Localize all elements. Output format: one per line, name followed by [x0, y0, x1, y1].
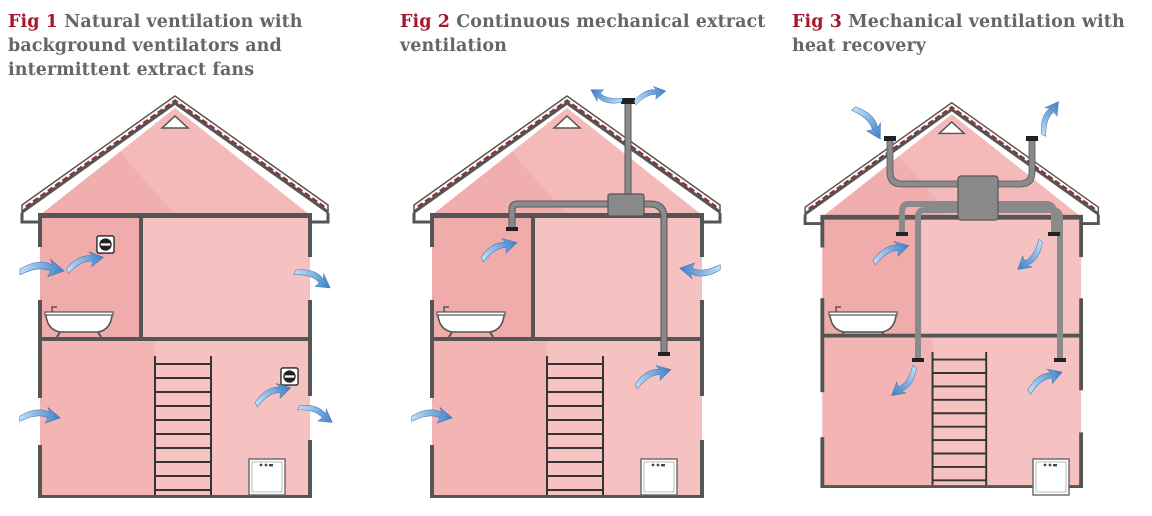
- heat-recovery-unit-icon: [957, 175, 999, 221]
- figure-2-title: Continuous mechanical extract ventilatio…: [400, 12, 766, 56]
- figure-2-number: Fig 2: [400, 12, 451, 32]
- figure-2-caption: Fig 2 Continuous mechanical extract vent…: [400, 10, 770, 58]
- figure-3-title: Mechanical ventilation with heat recover…: [792, 12, 1125, 56]
- figure-2-diagram: [411, 82, 776, 516]
- boiler-icon: [1032, 458, 1070, 496]
- airflow-arrow-icon: [587, 85, 624, 110]
- airflow-arrow-icon: [631, 82, 668, 107]
- figure-3-caption: Fig 3 Mechanical ventilation with heat r…: [792, 10, 1152, 58]
- figure-3-diagram: [784, 97, 1152, 496]
- boiler-icon: [248, 458, 286, 496]
- figure-3-panel: Fig 3 Mechanical ventilation with heat r…: [784, 0, 1152, 516]
- extract-fan-icon: [96, 235, 115, 254]
- figure-1-number: Fig 1: [8, 12, 59, 32]
- extract-fan-unit-icon: [607, 193, 645, 217]
- extract-ductwork-outline: [508, 200, 668, 352]
- mvhr-ductwork-outline: [886, 140, 1036, 188]
- figure-1-panel: Fig 1 Natural ventilation with backgroun…: [0, 0, 384, 516]
- mvhr-ductwork: [887, 140, 1063, 358]
- airflow-arrow-icon: [1033, 97, 1064, 138]
- figure-3-number: Fig 3: [792, 12, 843, 32]
- figure-1-title: Natural ventilation with background vent…: [8, 12, 303, 80]
- house-cross-section: [805, 103, 1098, 488]
- house-cross-section: [22, 96, 328, 498]
- figure-2-panel: Fig 2 Continuous mechanical extract vent…: [392, 0, 776, 516]
- house-cross-section: [414, 96, 720, 498]
- airflow-arrow-icon: [849, 100, 889, 143]
- figure-1-caption: Fig 1 Natural ventilation with backgroun…: [8, 10, 378, 82]
- boiler-icon: [640, 458, 678, 496]
- extract-fan-icon: [280, 367, 299, 386]
